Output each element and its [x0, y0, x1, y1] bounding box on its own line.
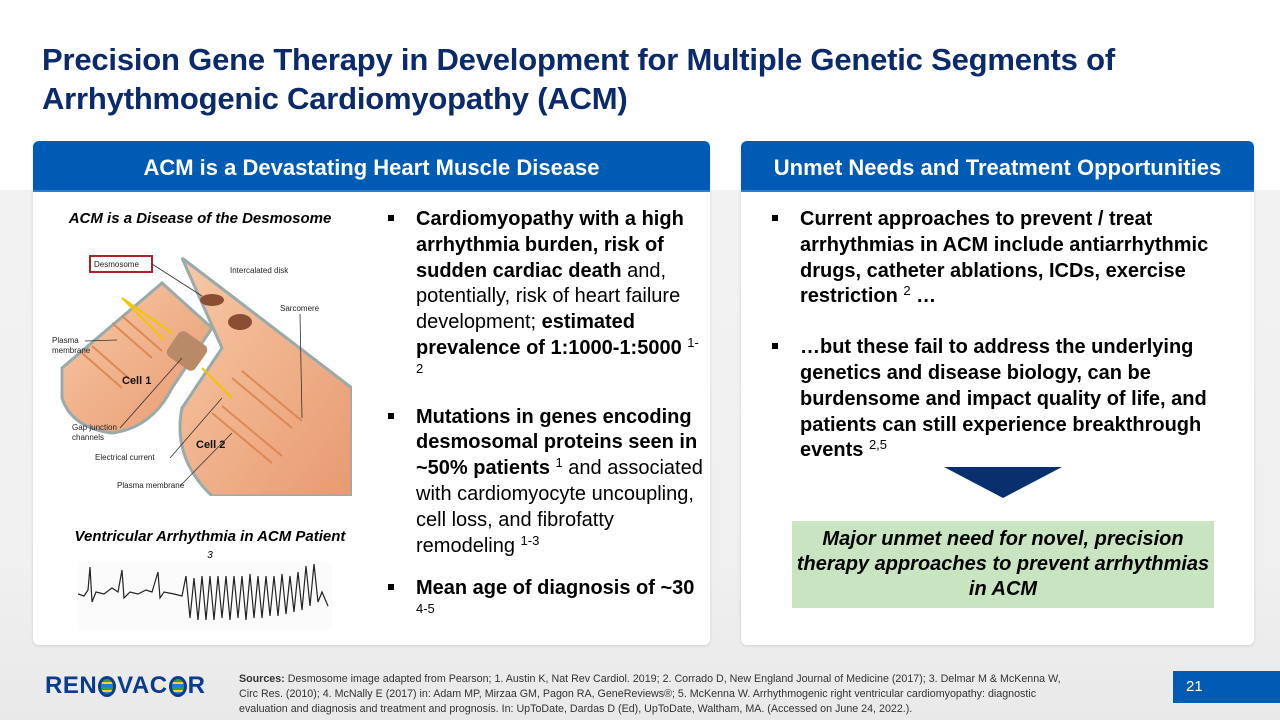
label-plasma-membrane-bottom: Plasma membrane	[117, 481, 185, 490]
diagram-caption: ACM is a Disease of the Desmosome	[68, 210, 332, 227]
label-plasma-membrane-2: membrane	[52, 346, 91, 355]
label-cell-2: Cell 2	[196, 439, 225, 451]
label-cell-1: Cell 1	[122, 375, 151, 387]
bullet-item: Current approaches to prevent / treat ar…	[770, 207, 1250, 310]
down-arrow-icon	[944, 467, 1062, 498]
bullet-item: Cardiomyopathy with a high arrhythmia bu…	[386, 207, 706, 388]
label-electrical-current: Electrical current	[95, 453, 155, 462]
sources-footnote: Sources: Desmosome image adapted from Pe…	[239, 673, 1061, 715]
bullet-item: Mutations in genes encoding desmosomal p…	[386, 405, 706, 560]
page-number: 21	[1173, 671, 1280, 703]
ecg-caption: Ventricular Arrhythmia in ACM Patient 3	[74, 528, 346, 561]
label-gap-junction-2: channels	[72, 433, 104, 442]
desmosome-diagram: Desmosome Intercalated disk Sarcomere Pl…	[52, 255, 352, 496]
label-plasma-membrane-1: Plasma	[52, 336, 79, 345]
logo-dna-icon	[98, 675, 117, 697]
bullet-item: Mean age of diagnosis of ~30 4-5	[386, 576, 706, 628]
slide-title: Precision Gene Therapy in Development fo…	[42, 42, 1115, 116]
bullet-item: …but these fail to address the underlyin…	[770, 335, 1250, 464]
label-gap-junction-1: Gap junction	[72, 423, 117, 432]
label-intercalated-disk: Intercalated disk	[230, 266, 289, 275]
left-bullet-list: Cardiomyopathy with a high arrhythmia bu…	[386, 207, 706, 645]
ecg-trace	[78, 562, 332, 630]
left-panel-header: ACM is a Devastating Heart Muscle Diseas…	[33, 141, 710, 192]
logo-dna-icon	[168, 675, 187, 697]
label-desmosome: Desmosome	[94, 260, 139, 269]
label-sarcomere: Sarcomere	[280, 304, 320, 313]
conclusion-box: Major unmet need for novel, precision th…	[792, 521, 1214, 608]
right-bullet-list: Current approaches to prevent / treat ar…	[770, 207, 1250, 489]
right-panel-header: Unmet Needs and Treatment Opportunities	[741, 141, 1254, 192]
